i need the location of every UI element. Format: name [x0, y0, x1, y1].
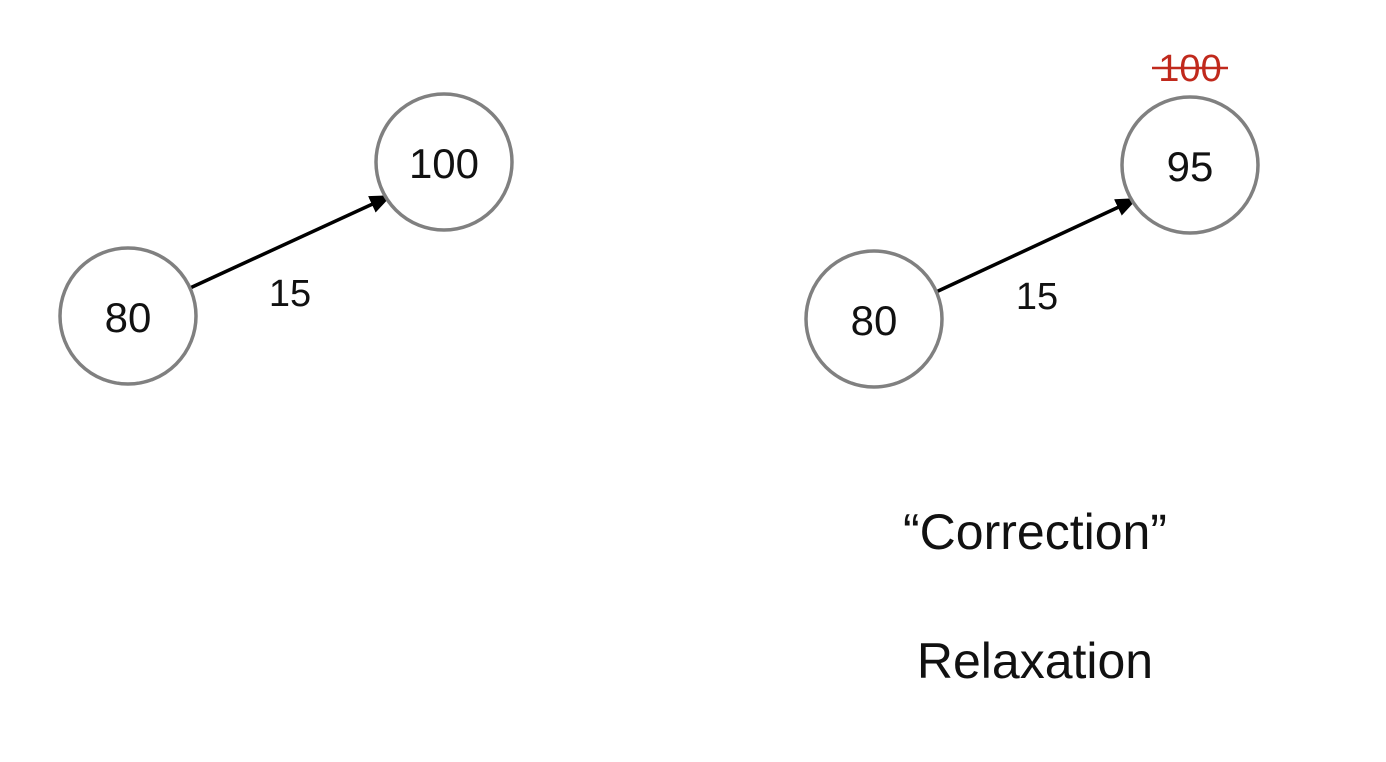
right-edge-weight: 15 — [1016, 276, 1058, 318]
right-graph: 80 95 100 15 — [804, 48, 1260, 389]
correction-caption: “Correction” — [903, 504, 1167, 560]
left-target-value: 100 — [409, 140, 479, 187]
left-edge-weight: 15 — [269, 273, 311, 315]
left-source-node — [58, 246, 198, 386]
left-target-node — [374, 92, 514, 232]
left-edge-arrow — [189, 194, 392, 290]
left-source-value: 80 — [105, 294, 152, 341]
left-graph: 80 100 15 — [58, 92, 514, 386]
right-target-node — [1120, 95, 1260, 235]
right-target-value: 95 — [1167, 143, 1214, 190]
right-source-node — [804, 249, 944, 389]
right-source-value: 80 — [851, 297, 898, 344]
right-edge-arrow — [935, 197, 1138, 294]
relaxation-caption: Relaxation — [917, 633, 1153, 689]
